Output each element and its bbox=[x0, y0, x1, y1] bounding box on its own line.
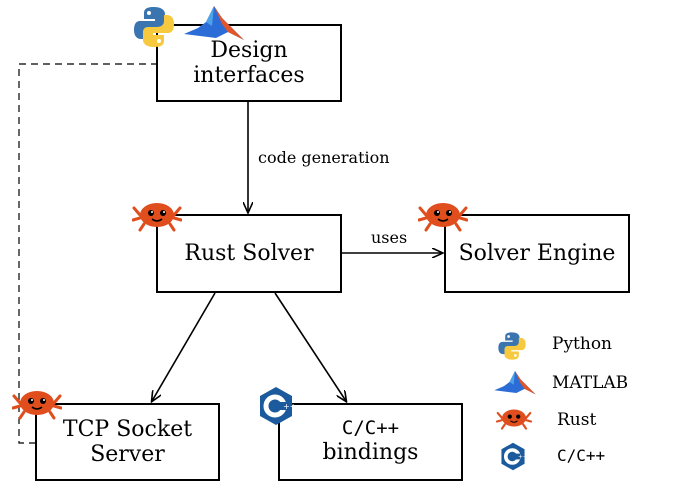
tcp-line2: Server bbox=[90, 442, 165, 467]
legend-cpp-icon: ++ bbox=[501, 442, 526, 471]
solver-engine-label: Solver Engine bbox=[458, 240, 616, 266]
legend-matlab-icon bbox=[494, 371, 536, 395]
matlab-icon bbox=[184, 6, 244, 40]
design-line1: Design bbox=[210, 37, 288, 63]
codegen-label: code generation bbox=[258, 148, 390, 167]
svg-text:++: ++ bbox=[283, 402, 294, 411]
uses-label: uses bbox=[371, 228, 408, 247]
legend-cpp-label: C/C++ bbox=[557, 446, 606, 465]
rust-crab-icon bbox=[12, 391, 62, 420]
legend-python-label: Python bbox=[552, 334, 613, 354]
solver-to-tcp-arrow bbox=[152, 292, 216, 401]
rust-solver-label: Rust Solver bbox=[184, 240, 314, 266]
design-line2: interfaces bbox=[193, 63, 305, 88]
tcp-line1: TCP Socket bbox=[62, 416, 193, 442]
python-icon bbox=[134, 7, 174, 47]
cbind-line2: bindings bbox=[322, 440, 419, 466]
cbind-line1: C/C++ bbox=[341, 417, 400, 440]
rust-crab-icon bbox=[132, 203, 182, 232]
cpp-icon: ++ bbox=[260, 387, 294, 425]
rust-solver-box: Rust Solver bbox=[156, 214, 342, 293]
rust-crab-icon bbox=[418, 203, 468, 232]
legend-matlab-label: MATLAB bbox=[552, 373, 629, 393]
c-bindings-box: C/C++ bindings bbox=[278, 403, 463, 481]
legend-rust-crab-icon bbox=[496, 409, 532, 430]
legend-rust-label: Rust bbox=[557, 410, 597, 430]
solver-to-cbind-arrow bbox=[274, 292, 346, 401]
legend-python-icon bbox=[498, 332, 526, 360]
svg-text:++: ++ bbox=[518, 455, 526, 461]
solver-engine-box: Solver Engine bbox=[444, 214, 630, 293]
dashed-link bbox=[18, 63, 158, 444]
tcp-socket-server-box: TCP Socket Server bbox=[35, 403, 220, 481]
design-interfaces-box: Design interfaces bbox=[156, 24, 342, 102]
